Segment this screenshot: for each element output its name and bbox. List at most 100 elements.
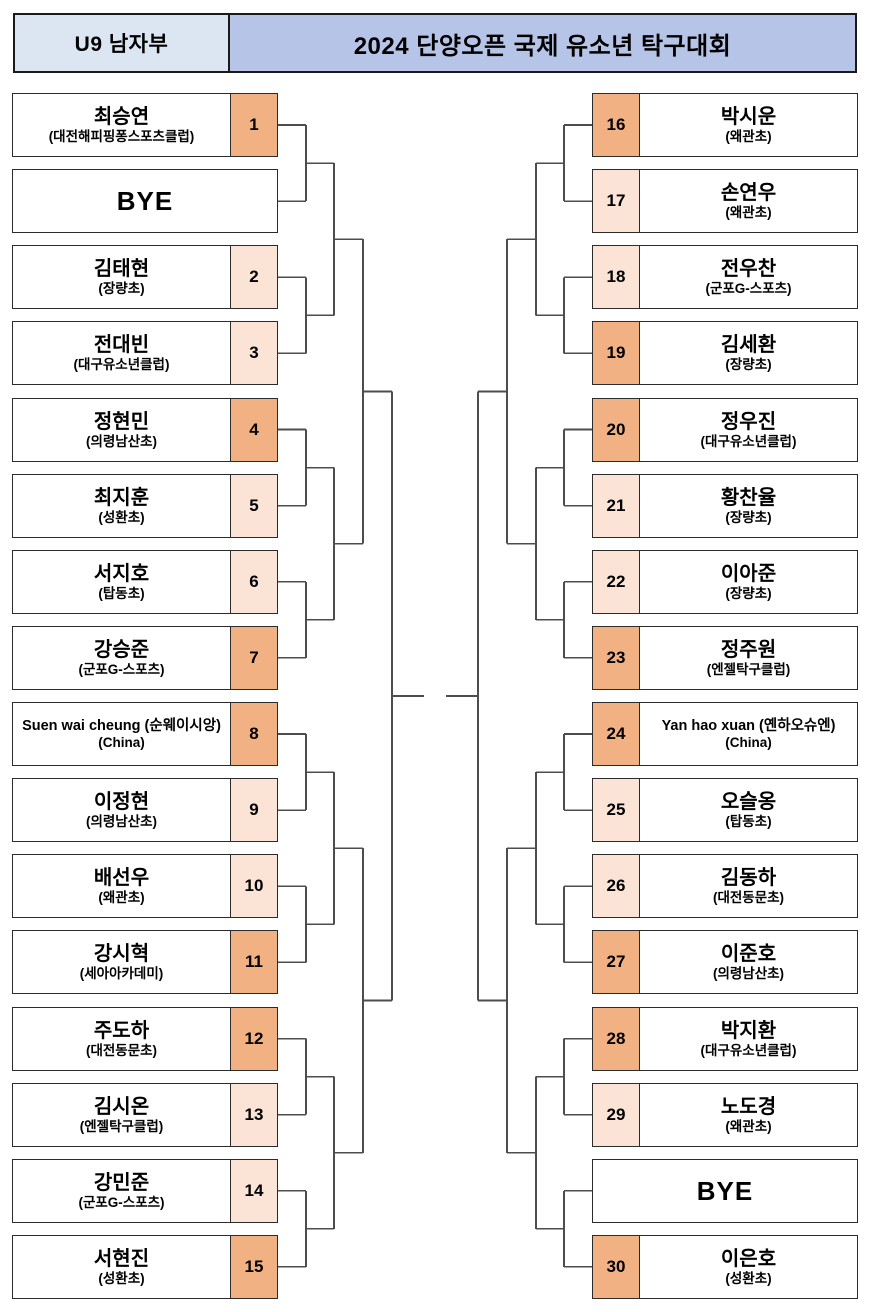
player-cell: 배선우(왜관초): [13, 855, 230, 917]
seed-number: 1: [230, 94, 277, 156]
seed-number: 3: [230, 322, 277, 384]
player-name: 황찬율: [720, 486, 777, 509]
player-club: (의령남산초): [712, 965, 785, 981]
bye-label: BYE: [696, 1175, 754, 1206]
player-club: (군포G-스포츠): [705, 280, 792, 296]
player-cell: 김세환(장량초): [640, 322, 857, 384]
player-box: 강민준(군포G-스포츠)14: [12, 1159, 278, 1223]
player-cell: Suen wai cheung (순웨이시앙)(China): [13, 703, 230, 765]
player-club: (군포G-스포츠): [78, 1194, 165, 1210]
player-club: (성환초): [725, 1270, 772, 1286]
player-cell: 이은호(성환초): [640, 1236, 857, 1298]
player-name: 김태현: [93, 257, 150, 280]
player-club: (장량초): [725, 585, 772, 601]
seed-number: 8: [230, 703, 277, 765]
player-club: (왜관초): [98, 889, 145, 905]
header: U9 남자부 2024 단양오픈 국제 유소년 탁구대회: [13, 13, 857, 73]
seed-number: 7: [230, 627, 277, 689]
player-cell: 노도경(왜관초): [640, 1084, 857, 1146]
seed-number: 22: [593, 551, 640, 613]
player-cell: 오슬옹(탑동초): [640, 779, 857, 841]
player-club: (왜관초): [725, 204, 772, 220]
player-box: 김시온(엔젤탁구클럽)13: [12, 1083, 278, 1147]
seed-number: 24: [593, 703, 640, 765]
player-cell: 이정현(의령남산초): [13, 779, 230, 841]
player-cell: 박시운(왜관초): [640, 94, 857, 156]
player-cell: 정우진(대구유소년클럽): [640, 399, 857, 461]
player-box: 주도하(대전동문초) 12: [12, 1007, 278, 1071]
player-cell: Yan hao xuan (옌하오슈엔)(China): [640, 703, 857, 765]
player-name: 오슬옹: [720, 790, 777, 813]
player-cell: 이준호(의령남산초): [640, 931, 857, 993]
player-name: 손연우: [720, 181, 777, 204]
player-cell: 서지호(탑동초): [13, 551, 230, 613]
player-box: 김태현(장량초)2: [12, 245, 278, 309]
seed-number: 12: [230, 1008, 277, 1070]
seed-number: 4: [230, 399, 277, 461]
player-club: (China): [98, 734, 145, 750]
player-cell: 전대빈(대구유소년클럽): [13, 322, 230, 384]
player-club: (의령남산초): [85, 813, 158, 829]
seed-number: 2: [230, 246, 277, 308]
player-cell: 강시혁(세아아카데미): [13, 931, 230, 993]
player-cell: 정주원(엔젤탁구클럽): [640, 627, 857, 689]
player-name: 정주원: [720, 638, 777, 661]
seed-number: 10: [230, 855, 277, 917]
player-box: 강시혁(세아아카데미)11: [12, 930, 278, 994]
player-cell: 박지환(대구유소년클럽): [640, 1008, 857, 1070]
seed-number: 16: [593, 94, 640, 156]
player-box: 전대빈(대구유소년클럽)3: [12, 321, 278, 385]
player-cell: 황찬율(장량초): [640, 475, 857, 537]
bye-box: BYE: [592, 1159, 858, 1223]
seed-number: 21: [593, 475, 640, 537]
seed-number: 25: [593, 779, 640, 841]
player-club: (장량초): [725, 509, 772, 525]
player-name: 주도하: [93, 1019, 150, 1042]
player-box: 최승연(대전해피핑퐁스포츠클럽)1: [12, 93, 278, 157]
player-cell: 최승연(대전해피핑퐁스포츠클럽): [13, 94, 230, 156]
player-name: 박시운: [720, 105, 777, 128]
player-box: 배선우(왜관초)10: [12, 854, 278, 918]
player-cell: 이아준(장량초): [640, 551, 857, 613]
seed-number: 23: [593, 627, 640, 689]
player-club: (엔젤탁구클럽): [706, 661, 791, 677]
player-cell: 김태현(장량초): [13, 246, 230, 308]
player-club: (대전동문초): [85, 1042, 158, 1058]
player-club: (대구유소년클럽): [700, 1042, 797, 1058]
player-club: (China): [725, 734, 772, 750]
player-cell: 손연우(왜관초): [640, 170, 857, 232]
player-box: 강승준(군포G-스포츠)7: [12, 626, 278, 690]
player-cell: 전우찬(군포G-스포츠): [640, 246, 857, 308]
player-name: 김동하: [720, 866, 777, 889]
player-club: (탑동초): [98, 585, 145, 601]
seed-number: 27: [593, 931, 640, 993]
seed-number: 30: [593, 1236, 640, 1298]
player-club: (성환초): [98, 1270, 145, 1286]
player-name: 서현진: [93, 1247, 150, 1270]
player-name: 박지환: [720, 1019, 777, 1042]
player-club: (장량초): [98, 280, 145, 296]
seed-number: 13: [230, 1084, 277, 1146]
player-box: Suen wai cheung (순웨이시앙)(China)8: [12, 702, 278, 766]
player-name: 정우진: [720, 410, 777, 433]
player-name: 서지호: [93, 562, 150, 585]
player-name: 이준호: [720, 942, 777, 965]
player-cell: 강승준(군포G-스포츠): [13, 627, 230, 689]
seed-number: 5: [230, 475, 277, 537]
player-club: (세아아카데미): [79, 965, 164, 981]
seed-number: 17: [593, 170, 640, 232]
player-name: 강승준: [93, 638, 150, 661]
player-club: (군포G-스포츠): [78, 661, 165, 677]
player-name: 이정현: [93, 790, 150, 813]
player-box: 이정현(의령남산초)9: [12, 778, 278, 842]
player-club: (대구유소년클럽): [700, 433, 797, 449]
